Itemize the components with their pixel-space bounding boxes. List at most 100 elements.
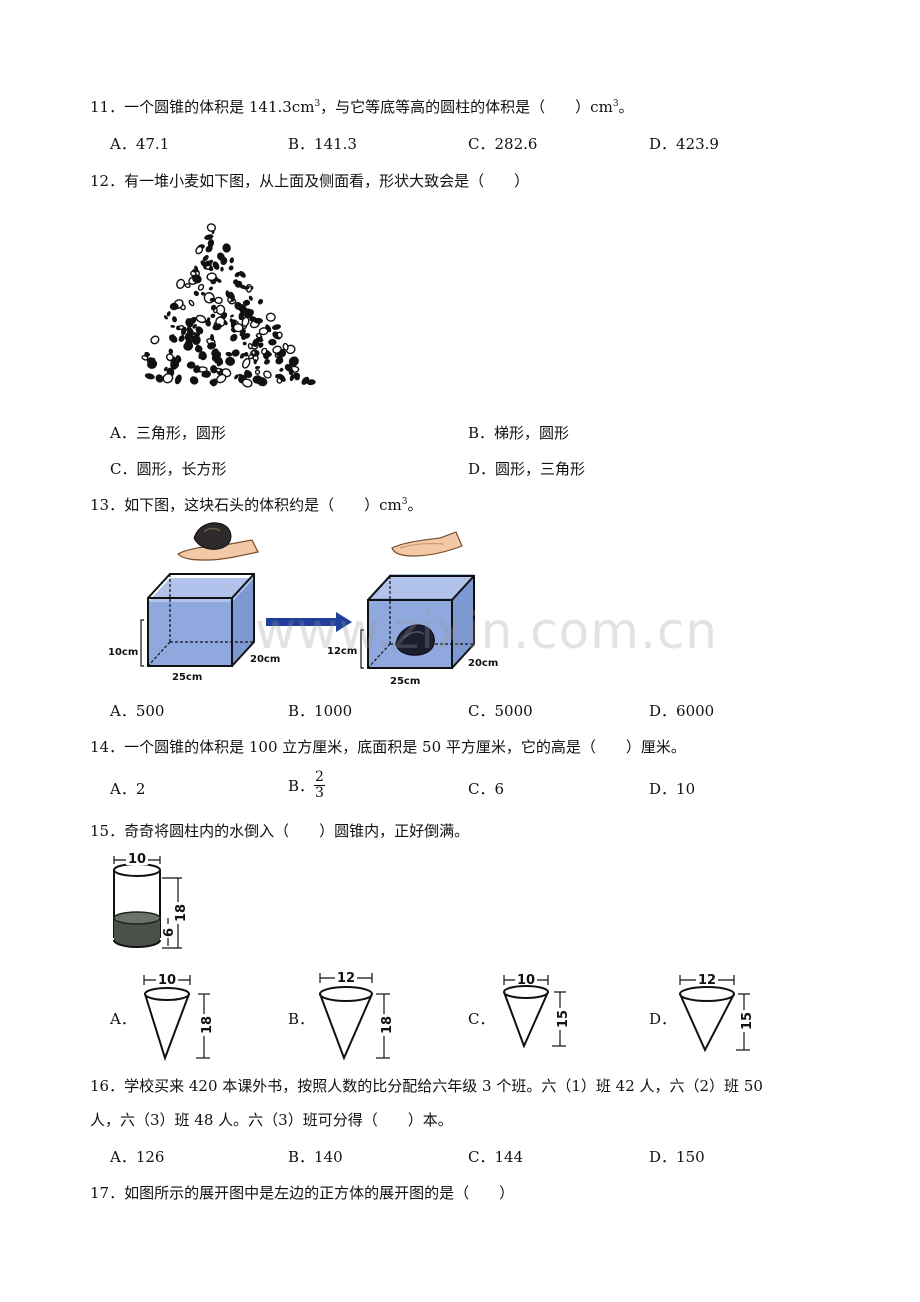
left-box-front — [147, 597, 233, 667]
wheat-grain — [150, 335, 160, 345]
superscript: 3 — [401, 497, 408, 507]
wheat-grain — [229, 318, 233, 323]
q15-option-c-letter: C． — [468, 1010, 495, 1028]
wheat-grain — [195, 367, 201, 373]
wheat-grain — [188, 299, 195, 307]
wheat-grain — [248, 354, 254, 360]
left-tank: 10cm 20cm 25cm — [108, 573, 280, 683]
cylinder-figure: 10 18 6 — [113, 852, 189, 949]
wheat-grain — [247, 343, 253, 350]
q13-option-c: C．5000 — [468, 702, 533, 720]
wheat-grain — [206, 272, 217, 282]
wheat-grain — [289, 374, 295, 382]
wheat-grain — [171, 361, 180, 369]
q11-option-c: C．282.6 — [468, 135, 538, 153]
wheat-grain — [195, 344, 201, 350]
wheat-grain — [234, 374, 239, 380]
wheat-grain — [275, 374, 280, 379]
q13-option-a: A．500 — [110, 702, 165, 720]
wheat-grain — [207, 342, 217, 350]
wheat-grain — [201, 291, 205, 296]
q14-option-a: A．2 — [110, 780, 146, 798]
q15-option-a-letter: A． — [110, 1010, 136, 1028]
wheat-grain — [248, 295, 253, 301]
wheat-grain — [258, 342, 264, 348]
wheat-grain — [147, 359, 158, 369]
wheat-grain — [275, 357, 284, 365]
wheat-grain — [210, 313, 216, 319]
wheat-grain — [212, 261, 220, 270]
q13-option-d: D．6000 — [649, 702, 715, 720]
wheat-grain — [232, 323, 244, 333]
wheat-grain — [243, 370, 253, 379]
wheat-grain — [144, 352, 150, 357]
wheat-grain — [192, 274, 202, 284]
wheat-grain — [186, 361, 196, 369]
wheat-grain — [239, 352, 245, 359]
wheat-grain — [241, 316, 250, 327]
question-12: 12．有一堆小麦如下图，从上面及侧面看，形状大致会是（ ） — [90, 172, 530, 190]
wheat-grain — [216, 373, 227, 384]
wheat-grain — [234, 301, 243, 311]
wheat-grain — [205, 245, 213, 253]
q11-option-b: B．141.3 — [288, 135, 357, 153]
wheat-grain — [282, 342, 289, 351]
wheat-grain — [184, 283, 191, 289]
wheat-grain — [257, 298, 264, 305]
wheat-grain — [208, 286, 213, 291]
wheat-grain — [174, 374, 182, 385]
wheat-grain — [210, 304, 217, 311]
question-11-text-end: 。 — [618, 98, 634, 116]
wheat-grain — [155, 374, 164, 383]
q16-option-b: B．140 — [288, 1148, 343, 1166]
wheat-grain — [210, 334, 215, 342]
wheat-grain — [189, 376, 199, 385]
wheat-grain — [252, 338, 260, 347]
cone-b-diameter: 12 — [337, 971, 355, 986]
cone-option-d: 12 15 — [679, 972, 755, 1053]
wheat-grain — [249, 309, 254, 316]
wheat-grain — [306, 379, 316, 386]
hand-with-stone — [177, 522, 259, 561]
submerged-stone-icon — [395, 624, 435, 656]
wheat-grain — [230, 333, 238, 342]
wheat-grain — [276, 331, 283, 339]
wheat-grain — [257, 377, 268, 387]
question-13-text: 13．如下图，这块石头的体积约是（ ）cm — [90, 496, 402, 514]
q14-option-d: D．10 — [649, 780, 696, 798]
left-water-side — [232, 578, 254, 666]
wheat-grain — [166, 311, 171, 317]
wheat-grain — [238, 311, 245, 321]
wheat-grain — [214, 296, 223, 305]
wheat-grain — [175, 355, 182, 363]
wheat-grain — [241, 378, 253, 388]
wheat-grain — [169, 302, 179, 311]
wheat-grain — [171, 334, 175, 340]
open-hand-icon — [391, 531, 463, 557]
wheat-grain — [178, 335, 185, 342]
wheat-grain — [239, 271, 246, 278]
cone-option-b: 12 18 — [319, 970, 395, 1061]
wheat-grain — [264, 359, 270, 365]
fraction-denominator: 3 — [315, 785, 324, 801]
wheat-grain — [220, 256, 228, 266]
wheat-grain — [288, 369, 294, 376]
q16-option-d: D．150 — [649, 1148, 705, 1166]
wheat-grain — [251, 349, 257, 356]
wheat-grain — [222, 243, 231, 253]
question-16-line-2: 人，六（3）班 48 人。六（3）班可分得（ ）本。 — [90, 1111, 453, 1129]
cone-a-height: 18 — [200, 1016, 215, 1034]
wheat-grain — [225, 351, 233, 357]
cone-a-diameter: 10 — [158, 973, 176, 988]
wheat-grain — [183, 341, 194, 351]
wheat-grain — [195, 326, 204, 335]
cone-option-a: 10 18 — [143, 972, 215, 1062]
q16-option-a: A．126 — [110, 1148, 165, 1166]
superscript: 3 — [314, 99, 321, 109]
wheat-grain — [271, 324, 282, 330]
wheat-grain — [284, 364, 289, 370]
wheat-grain — [181, 326, 187, 336]
wheat-grain — [249, 316, 255, 322]
